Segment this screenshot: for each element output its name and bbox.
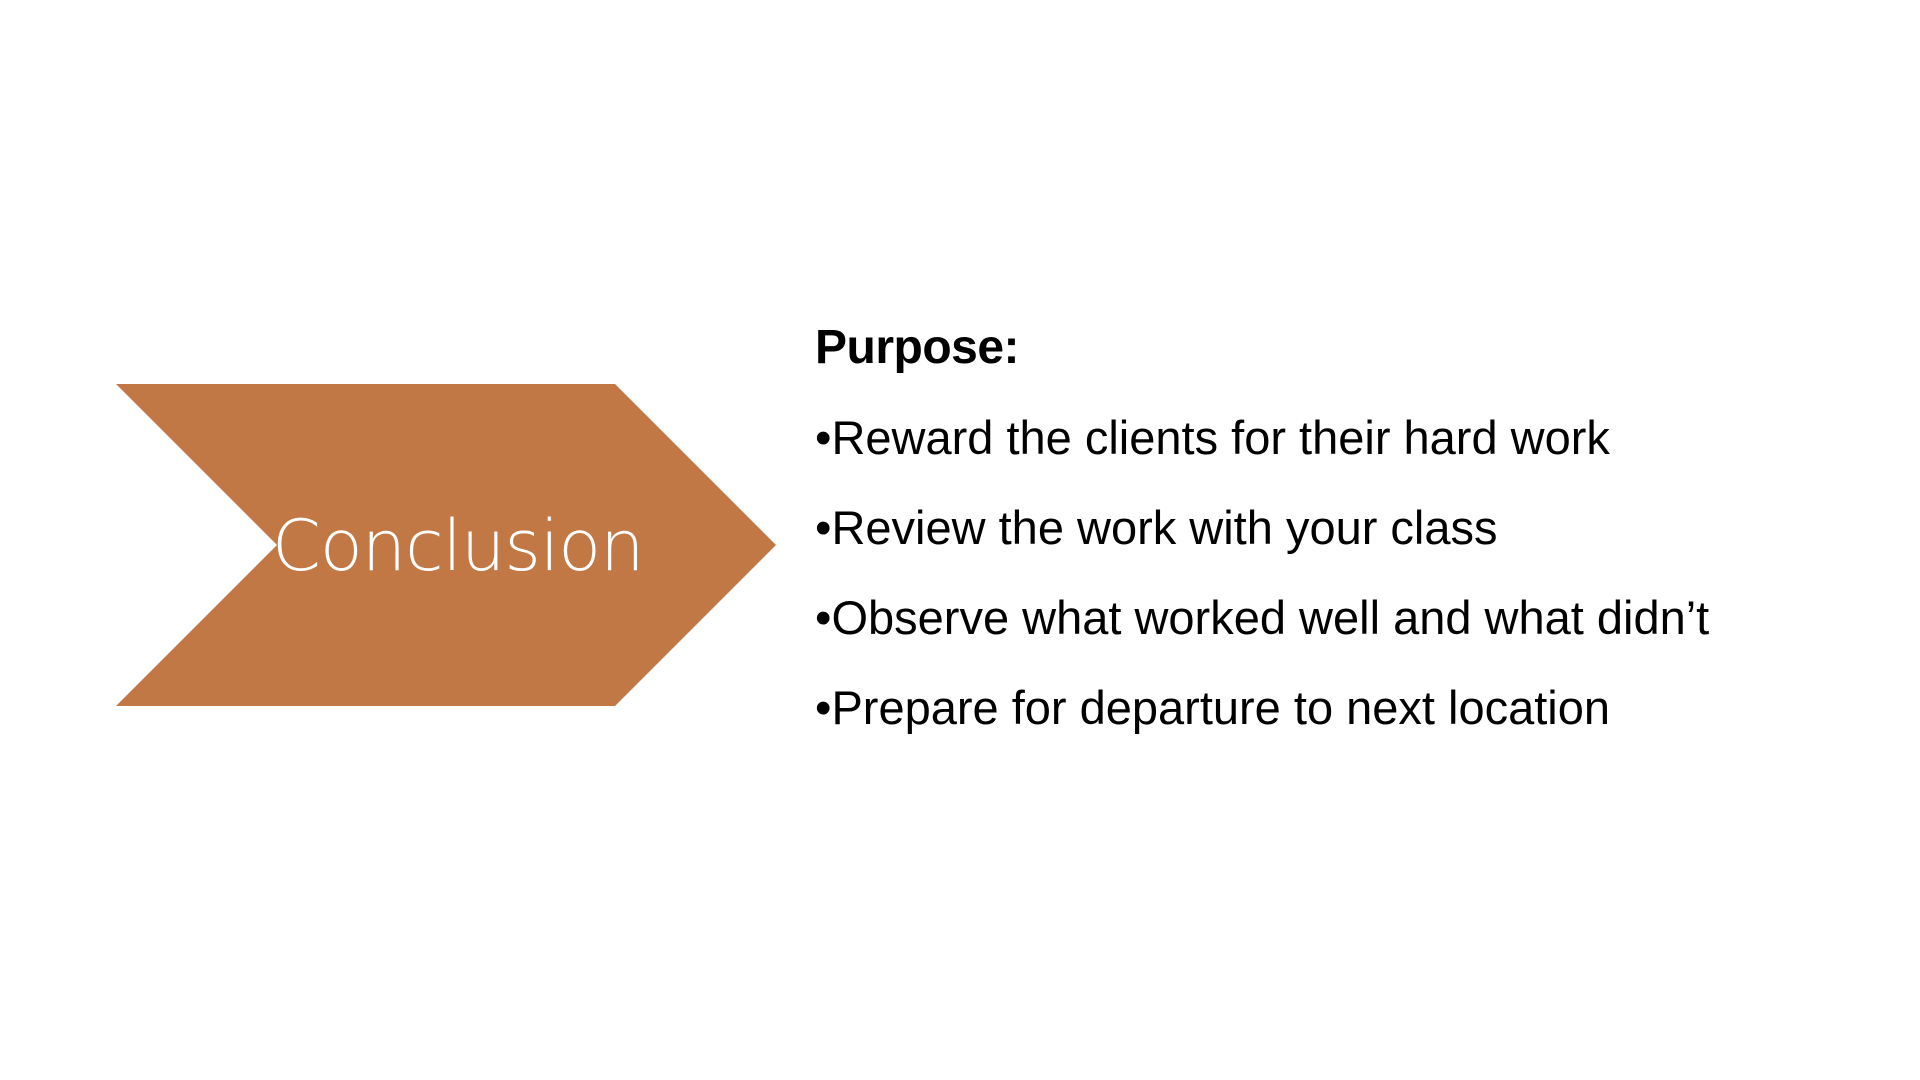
- chevron-polygon: [116, 384, 776, 706]
- bullet-item-reward: •Reward the clients for their hard work: [815, 411, 1610, 464]
- bullet-item-observe: •Observe what worked well and what didn’…: [815, 591, 1710, 644]
- bullet-list: •Reward the clients for their hard work …: [815, 408, 1875, 738]
- chevron-arrow-graphic: [116, 384, 776, 706]
- chevron-shape: [116, 384, 776, 706]
- purpose-block: Purpose: •Reward the clients for their h…: [815, 318, 1875, 738]
- bullet-item-review: •Review the work with your class: [815, 501, 1498, 554]
- bullet-item-prepare: •Prepare for departure to next location: [815, 681, 1611, 734]
- purpose-heading: Purpose:: [815, 321, 1020, 374]
- chevron-label: Conclusion: [272, 505, 644, 587]
